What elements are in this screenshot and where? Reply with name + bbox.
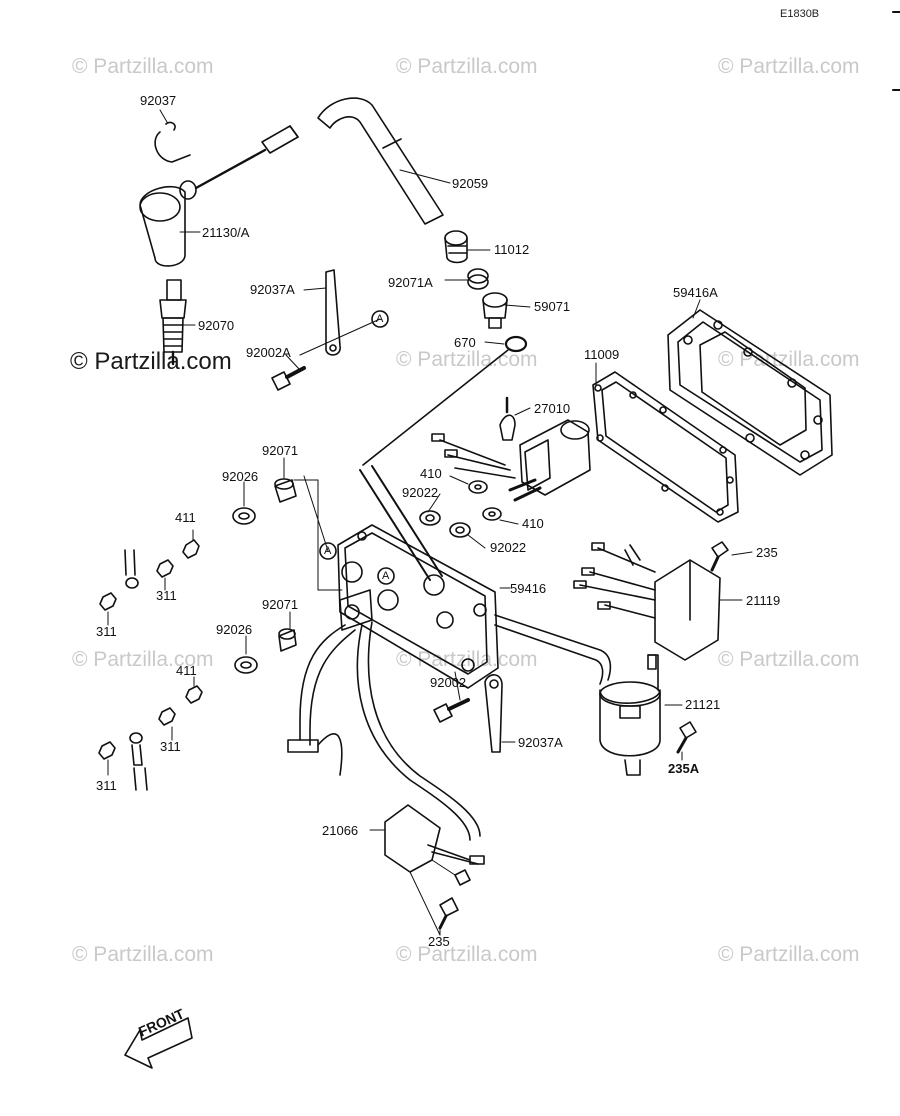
watermark: © Partzilla.com: [718, 648, 860, 671]
part-21130: 21130/A: [202, 225, 250, 240]
bolt-92002A: [271, 366, 306, 391]
part-311-c: 311: [160, 739, 181, 754]
ref-a-label: A: [382, 570, 390, 582]
o-ring-670: [504, 335, 528, 353]
part-92071A: 92071A: [388, 275, 433, 290]
part-92037A-top: 92037A: [250, 282, 295, 297]
part-92026-top: 92026: [222, 469, 259, 484]
terminals-left: [98, 539, 203, 791]
leader-lines: [107, 109, 753, 936]
part-311-b: 311: [96, 624, 117, 639]
spark-plug: [159, 279, 187, 366]
bracket-92037A-bottom: [433, 674, 503, 753]
bolt-235A: [676, 721, 697, 754]
part-670: 670: [454, 335, 476, 350]
watermark: © Partzilla.com: [718, 348, 860, 371]
part-410-b: 410: [522, 516, 544, 531]
watermark: © Partzilla.com: [396, 943, 538, 966]
part-92022-b: 92022: [490, 540, 527, 555]
front-arrow: [124, 1017, 193, 1069]
part-92071-mid: 92071: [262, 597, 299, 612]
fitting-59071: [482, 292, 508, 329]
part-21121: 21121: [685, 697, 721, 712]
part-11012: 11012: [494, 242, 530, 257]
harness: [287, 589, 481, 841]
regulator-21066: [384, 804, 485, 930]
igniter-21119: [573, 541, 729, 661]
part-92026-mid: 92026: [216, 622, 253, 637]
coil-21121: [494, 614, 661, 776]
part-92070: 92070: [198, 318, 235, 333]
part-311-a: 311: [156, 588, 177, 603]
gasket-11009: [592, 371, 739, 523]
part-411-top: 411: [175, 510, 196, 525]
watermark: © Partzilla.com: [72, 55, 214, 78]
watermark-main: © Partzilla.com: [70, 348, 232, 375]
bracket-92037A-top: [325, 269, 341, 356]
part-411-mid: 411: [176, 663, 197, 678]
part-92022-a: 92022: [402, 485, 439, 500]
part-235A: 235A: [668, 761, 700, 776]
hose: [317, 97, 444, 225]
watermark: © Partzilla.com: [718, 55, 860, 78]
watermark: © Partzilla.com: [72, 943, 214, 966]
grommet-92071A: [467, 268, 489, 290]
part-235-top: 235: [756, 545, 778, 560]
cover-59416A: [667, 309, 833, 476]
part-21119: 21119: [746, 593, 781, 608]
fitting-11012: [444, 230, 468, 264]
part-92037: 92037: [140, 93, 177, 108]
diagram-code: E1830B: [780, 8, 820, 20]
ref-a-label: A: [376, 313, 384, 325]
part-92059: 92059: [452, 176, 489, 191]
watermark: © Partzilla.com: [72, 648, 214, 671]
grommets-top: [232, 478, 297, 525]
part-21066: 21066: [322, 823, 359, 838]
grommets-mid: [234, 628, 297, 674]
ref-a-label: A: [324, 545, 332, 557]
part-92002: 92002: [430, 675, 467, 690]
part-235-bot: 235: [428, 934, 450, 949]
part-59416A: 59416A: [673, 285, 718, 300]
part-92037A-bot: 92037A: [518, 735, 563, 750]
ref-circles: [319, 310, 395, 585]
part-27010: 27010: [534, 401, 571, 416]
relay-27010: [431, 396, 591, 502]
part-59416: 59416: [510, 581, 547, 596]
watermark: © Partzilla.com: [396, 55, 538, 78]
part-11009: 11009: [584, 347, 620, 362]
watermark: © Partzilla.com: [718, 943, 860, 966]
part-410-a: 410: [420, 466, 442, 481]
washers: [419, 480, 502, 538]
part-92002A: 92002A: [246, 345, 291, 360]
part-92071-top: 92071: [262, 443, 299, 458]
part-311-d: 311: [96, 778, 117, 793]
part-59071: 59071: [534, 299, 571, 314]
plug-cap-group: [139, 121, 299, 267]
